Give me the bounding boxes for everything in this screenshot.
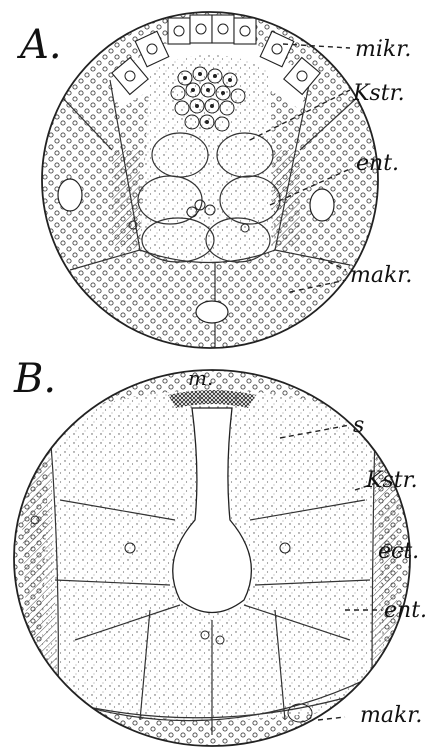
label-s: s bbox=[353, 413, 364, 438]
label-makr-b: makr. bbox=[360, 703, 422, 728]
panel-a: A. bbox=[16, 12, 412, 348]
panel-b: B. m. bbox=[13, 356, 427, 746]
panel-a-embryo bbox=[42, 12, 378, 348]
label-mikr: mikr. bbox=[355, 37, 411, 62]
label-kstr-a: Kstr. bbox=[352, 81, 405, 106]
label-ent-b: ent. bbox=[384, 598, 427, 623]
label-ent-a: ent. bbox=[356, 151, 399, 176]
label-ect: ect. bbox=[378, 539, 419, 564]
makr-leader-b bbox=[318, 717, 345, 720]
panel-a-letter: A. bbox=[16, 22, 62, 68]
label-makr-a: makr. bbox=[350, 263, 412, 288]
panel-b-embryo bbox=[14, 370, 410, 746]
panel-b-letter: B. bbox=[13, 356, 56, 402]
label-kstr-b: Kstr. bbox=[365, 468, 418, 493]
